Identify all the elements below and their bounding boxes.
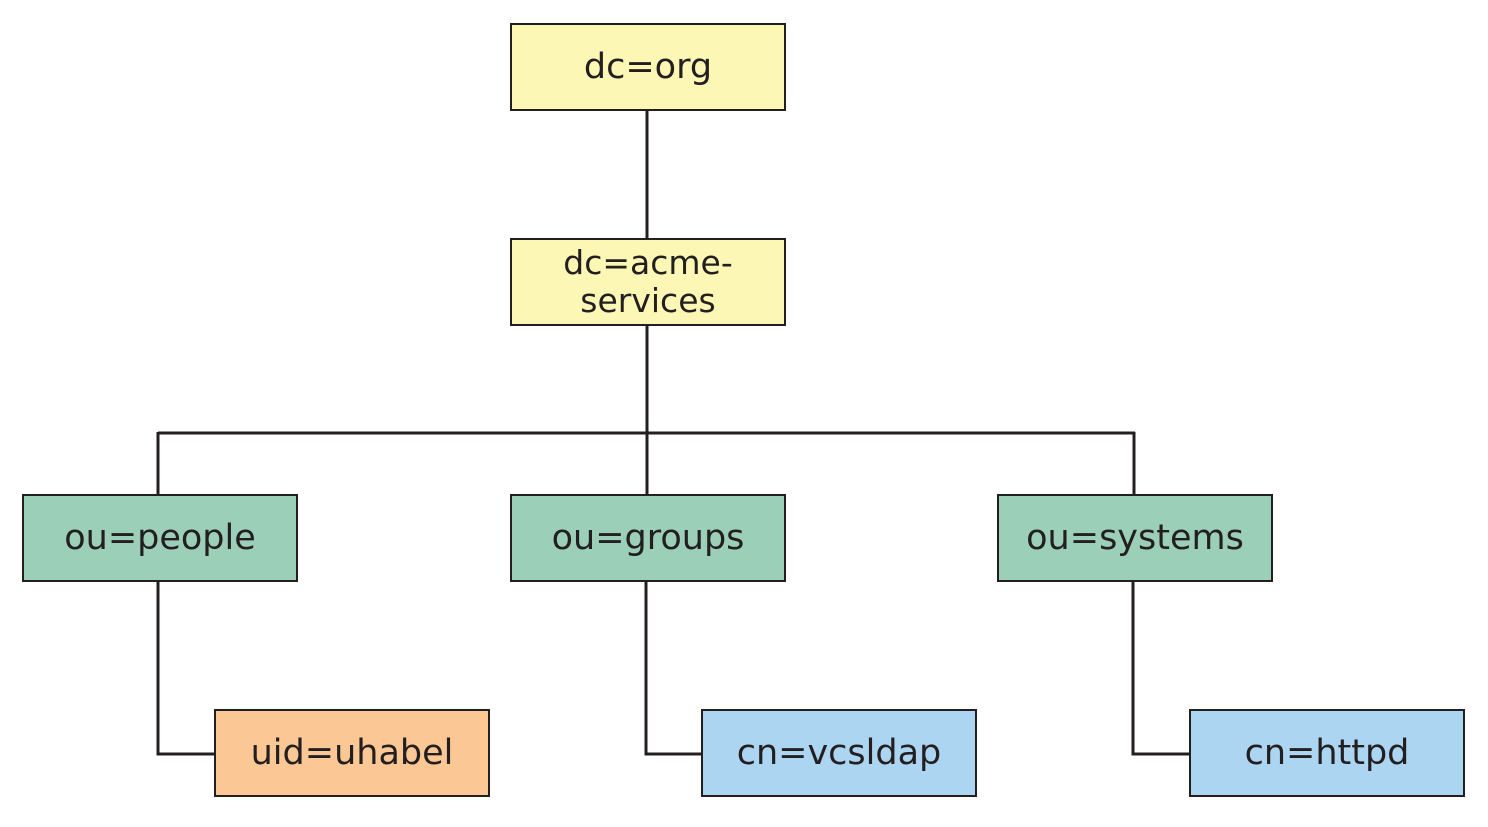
node-label: ou=people xyxy=(64,518,256,558)
node-cn-httpd: cn=httpd xyxy=(1189,709,1465,797)
node-label: dc=acme-services xyxy=(563,243,733,320)
node-label: uid=uhabel xyxy=(250,733,454,773)
edge-systems-to-httpd xyxy=(1131,582,1189,756)
edge-groups-to-vcsldap xyxy=(644,582,701,756)
node-label: ou=systems xyxy=(1026,518,1244,558)
node-ou-groups: ou=groups xyxy=(510,494,786,582)
node-label: ou=groups xyxy=(551,518,745,558)
node-dc-org: dc=org xyxy=(510,23,786,111)
node-ou-people: ou=people xyxy=(22,494,298,582)
node-label: dc=org xyxy=(583,47,713,87)
node-cn-vcsldap: cn=vcsldap xyxy=(701,709,977,797)
node-uid-uhabel: uid=uhabel xyxy=(214,709,490,797)
node-label: cn=vcsldap xyxy=(736,733,942,773)
edge-people-to-uhabel xyxy=(156,582,214,756)
node-ou-systems: ou=systems xyxy=(997,494,1273,582)
node-label: cn=httpd xyxy=(1244,733,1410,773)
node-dc-acme-services: dc=acme-services xyxy=(510,238,786,326)
